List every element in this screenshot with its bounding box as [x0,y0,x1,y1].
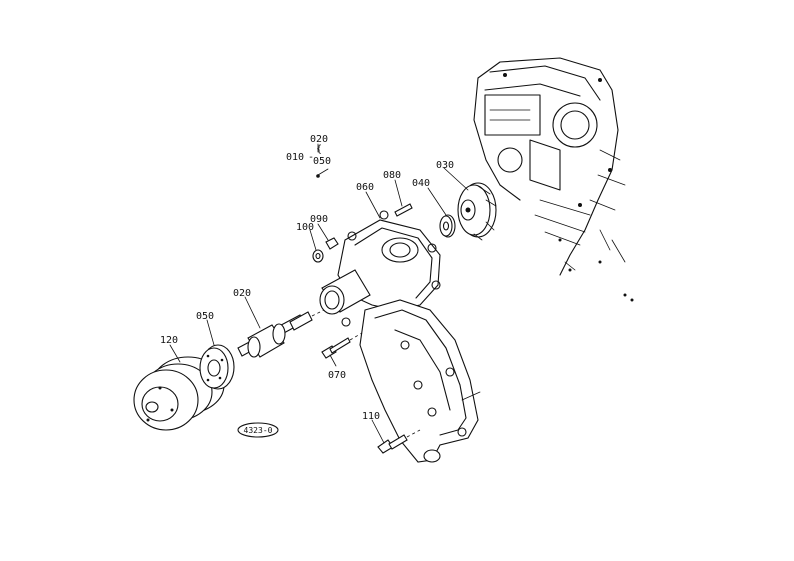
label-020-top: 020 [310,134,328,145]
label-100: 100 [296,222,314,233]
label-070: 070 [328,370,346,381]
shaft-bearing-020 [237,301,341,358]
reference-code: 4323-0 [237,422,279,438]
part-labels: 020 { 010 - 050 060 080 040 030 090 100 … [160,134,454,422]
engine-block-drawing [473,57,634,302]
flange-050 [199,344,235,390]
stud-080 [394,203,413,217]
label-020: 020 [233,288,251,299]
label-010: 010 [286,152,304,163]
label-040: 040 [412,178,430,189]
label-060: 060 [356,182,374,193]
leader-lines [169,143,469,444]
cover-plate [359,299,481,463]
label-090: 090 [310,214,328,225]
label-050-top: 050 [313,156,331,167]
label-bracket-mark: { [316,144,322,155]
label-080: 080 [383,170,401,181]
pointer-dot [316,174,320,178]
label-050: 050 [196,311,214,322]
seal-040 [439,214,456,238]
label-110: 110 [362,411,380,422]
impeller-030 [457,182,497,241]
label-120: 120 [160,335,178,346]
nut-090 [325,237,339,250]
washer-100 [312,249,324,263]
pump-housing-060 [319,210,441,327]
label-030: 030 [436,160,454,171]
reference-code-text: 4323-0 [244,426,273,435]
bolt-110 [377,429,421,454]
label-range-dash: - [308,152,314,163]
bolt-070 [321,332,363,359]
